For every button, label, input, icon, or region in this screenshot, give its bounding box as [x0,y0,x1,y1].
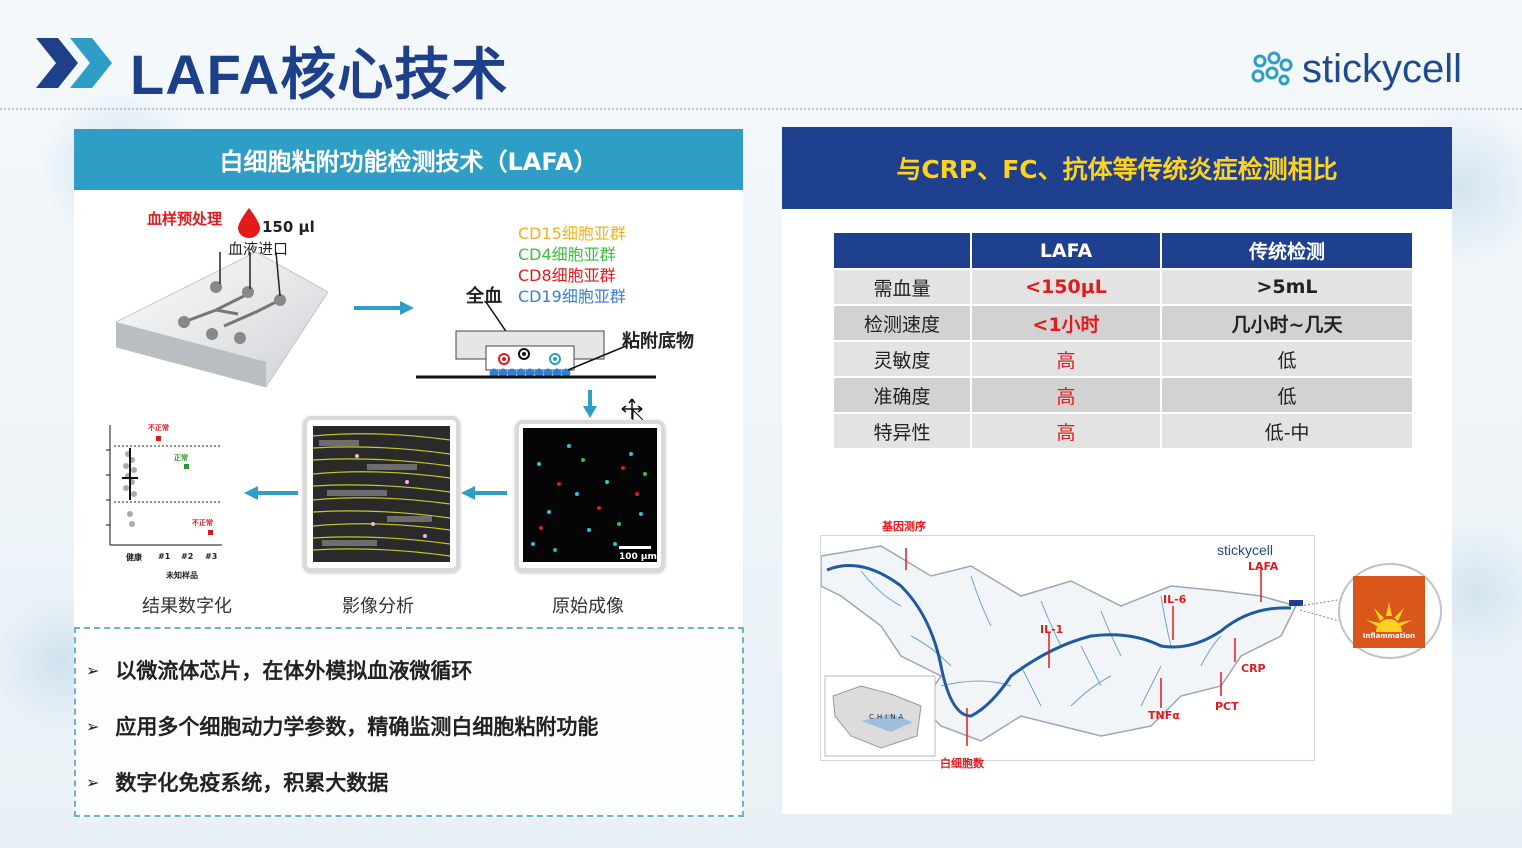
map-label-tnfa: TNFα [1148,709,1180,722]
cells-logo-icon [1251,51,1293,86]
normal-label: 正常 [174,454,188,462]
table-row: 准确度 高 低 [834,378,1412,412]
caption-digitize: 结果数字化 [142,596,232,617]
page-title: LAFA核心技术 [130,43,509,106]
inflammation-icon: Inflammation [1353,576,1425,648]
microfluidic-chip-illustration [116,252,328,387]
map-label-pct: PCT [1215,700,1239,713]
table-header-lafa: LAFA [972,233,1160,268]
arrow-left-icon [461,486,507,500]
volume-label: 150 μl [262,218,315,236]
map-label-il6: IL-6 [1163,593,1187,606]
logo-text: stickycell [1302,46,1463,91]
table-row: 特异性 高 低-中 [834,414,1412,448]
unknown-sample-label: 未知样品 [166,571,198,580]
analysis-image-frame [303,416,460,572]
feature-bullets: ➢以微流体芯片，在体外模拟血液微循环 ➢应用多个细胞动力学参数，精确监测白细胞粘… [74,627,744,817]
whole-blood-label: 全血 [466,286,502,307]
title-bar: LAFA核心技术 stickycell [0,0,1522,110]
bullet-arrow-icon: ➢ [86,660,100,680]
arrow-down-icon [583,390,597,418]
map-label-wbc: 白细胞数 [940,757,984,770]
channel-cross-section-diagram [416,301,656,379]
caption-raw: 原始成像 [552,596,624,617]
comparison-table: LAFA 传统检测 需血量 <150μL >5mL 检测速度 <1小时 几小时~… [832,231,1414,450]
x-label-2: #2 [181,552,194,561]
flame-sun-icon [1366,602,1412,632]
table-header-empty [834,233,970,268]
map-label-gene: 基因测序 [882,520,926,533]
cd19-label: CD19细胞亚群 [518,287,626,306]
caption-analysis: 影像分析 [342,596,414,617]
table-row: 灵敏度 高 低 [834,342,1412,376]
x-label-3: #3 [205,552,218,561]
scale-bar-label: 100 μm [619,552,657,562]
map-label-lafa: LAFA [1248,560,1279,573]
inlet-label: 血液进口 [228,240,289,258]
bullet-item: ➢以微流体芯片，在体外模拟血液微循环 [86,659,473,683]
pretreat-label: 血样预处理 [147,210,223,228]
river-map: stickycell CHINA [820,535,1315,761]
raw-image-frame: 100 μm [515,420,665,572]
connector-lines [1300,597,1351,625]
bullet-item: ➢应用多个细胞动力学参数，精确监测白细胞粘附功能 [86,715,599,739]
blood-drop-icon [238,208,260,238]
river-basin-illustration [820,545,1303,757]
map-logo-text: stickycell [1217,542,1274,558]
map-label-il1: IL-1 [1040,623,1064,636]
abnormal-top-label: 不正常 [148,424,169,432]
arrow-right-icon [354,301,414,315]
bullet-item: ➢数字化免疫系统，积累大数据 [86,771,389,795]
china-label: CHINA [869,713,907,721]
right-panel-header: 与CRP、FC、抗体等传统炎症检测相比 [782,127,1452,209]
table-header-traditional: 传统检测 [1162,233,1412,268]
brand-logo: stickycell [1250,44,1462,94]
inflammation-badge: Inflammation [1338,563,1442,659]
bullet-arrow-icon: ➢ [86,716,100,736]
cd15-label: CD15细胞亚群 [518,224,626,243]
map-label-crp: CRP [1241,662,1266,675]
bullet-arrow-icon: ➢ [86,772,100,792]
fluorescence-image [523,428,657,562]
table-row: 检测速度 <1小时 几小时~几天 [834,306,1412,340]
chevron-arrows-icon [36,38,112,88]
x-label-healthy: 健康 [126,553,142,562]
left-panel-header: 白细胞粘附功能检测技术（LAFA） [74,129,743,190]
arrow-left-icon [244,486,298,500]
abnormal-bottom-label: 不正常 [192,519,213,527]
adhesion-substrate-label: 粘附底物 [622,331,694,352]
result-dot-plot [106,425,222,546]
cd4-label: CD4细胞亚群 [518,245,616,264]
cd8-label: CD8细胞亚群 [518,266,616,285]
inflammation-label: Inflammation [1362,632,1416,640]
analysis-image [312,426,451,562]
x-label-1: #1 [158,552,171,561]
table-row: 需血量 <150μL >5mL [834,270,1412,304]
